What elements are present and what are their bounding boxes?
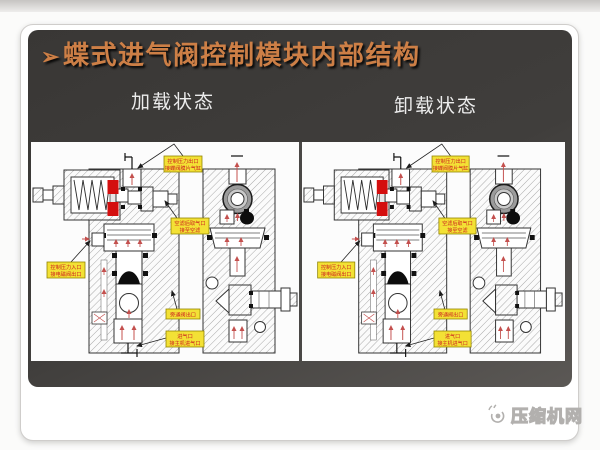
state-label-loading: 加载状态 xyxy=(130,92,215,113)
state-label-unloading: 卸载状态 xyxy=(393,96,478,117)
slide-title: ➢蝶式进气阀控制模块内部结构 xyxy=(41,35,420,72)
watermark: 压缩机网 xyxy=(486,402,583,427)
slide-card: ➢蝶式进气阀控制模块内部结构 加载状态 卸载状态 xyxy=(20,24,579,441)
watermark-logo-icon xyxy=(488,403,505,423)
page-top-strip xyxy=(0,0,600,12)
title-bullet-icon: ➢ xyxy=(41,44,61,69)
title-text: 蝶式进气阀控制模块内部结构 xyxy=(62,41,421,70)
panel-divider xyxy=(299,142,302,361)
diagram-unloading-state xyxy=(302,142,565,361)
diagram-loading-state xyxy=(31,142,300,361)
diagram-panel: 控制压力出口 接蝶阀膜片气缸 空滤后取气口 接至空滤 控制压力入 xyxy=(31,142,565,361)
slide: ➢蝶式进气阀控制模块内部结构 加载状态 卸载状态 xyxy=(28,30,572,387)
watermark-text: 压缩机网 xyxy=(510,406,583,426)
